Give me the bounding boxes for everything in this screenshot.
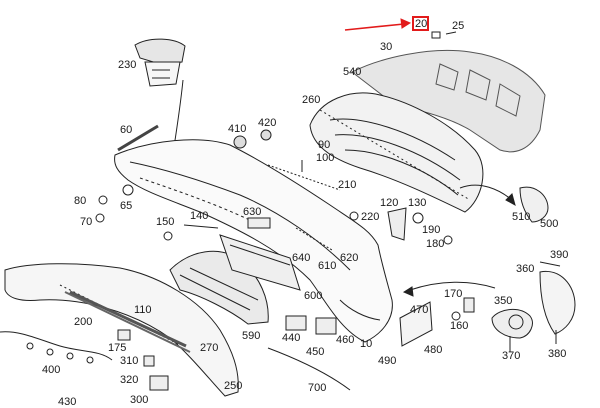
- callout-480: 480: [424, 344, 443, 356]
- callout-610: 610: [318, 260, 337, 272]
- callout-350: 350: [494, 295, 513, 307]
- callout-30: 30: [380, 41, 393, 53]
- callout-420: 420: [258, 117, 277, 129]
- callout-360: 360: [516, 263, 535, 275]
- bracket-360: [539, 270, 576, 335]
- callout-80: 80: [74, 195, 87, 207]
- bumper-carrier-260: [309, 92, 484, 213]
- callout-390: 390: [550, 249, 569, 261]
- callout-470: 470: [410, 304, 429, 316]
- callout-450: 450: [306, 346, 325, 358]
- clip-part-20: [431, 31, 457, 39]
- callout-90: 90: [318, 139, 331, 151]
- wiring-harness-400: [0, 331, 113, 364]
- callout-700: 700: [308, 382, 327, 394]
- strip-110: [69, 290, 187, 348]
- callout-370: 370: [502, 350, 521, 362]
- callout-540: 540: [343, 66, 362, 78]
- callout-310: 310: [120, 355, 139, 367]
- callout-230: 230: [118, 59, 137, 71]
- sensor-350: [491, 309, 533, 339]
- callout-300: 300: [130, 394, 149, 406]
- fasteners: [95, 129, 561, 391]
- callout-590: 590: [242, 330, 261, 342]
- wire-210: [267, 164, 341, 191]
- callout-270: 270: [200, 342, 219, 354]
- callout-640: 640: [292, 252, 311, 264]
- callout-630: 630: [243, 206, 262, 218]
- callout-150: 150: [156, 216, 175, 228]
- bumper-cover: [114, 139, 393, 343]
- callout-440: 440: [282, 332, 301, 344]
- callout-620: 620: [340, 252, 359, 264]
- callout-250: 250: [224, 380, 243, 392]
- callout-170: 170: [444, 288, 463, 300]
- callout-190: 190: [422, 224, 441, 236]
- callout-490: 490: [378, 355, 397, 367]
- callout-110: 110: [134, 304, 152, 316]
- callout-120: 120: [380, 197, 399, 209]
- callout-200: 200: [74, 316, 93, 328]
- bracket-600: [219, 234, 301, 291]
- callout-100: 100: [316, 152, 335, 164]
- callout-460: 460: [336, 334, 355, 346]
- callout-320: 320: [120, 374, 139, 386]
- callout-510: 510: [512, 211, 531, 223]
- diffuser-panel-540: [351, 49, 546, 153]
- callout-140: 140: [190, 210, 209, 222]
- callout-600: 600: [304, 290, 323, 302]
- bracket-230: [134, 38, 186, 168]
- callout-10: 10: [360, 338, 373, 350]
- highlighted-callout-box: 20: [412, 16, 429, 31]
- callout-180: 180: [426, 238, 445, 250]
- callout-60: 60: [120, 124, 133, 136]
- callout-175: 175: [108, 342, 127, 354]
- callout-500: 500: [540, 218, 559, 230]
- curve-arrow: [402, 184, 516, 297]
- callout-220: 220: [361, 211, 380, 223]
- callout-430: 430: [58, 396, 77, 408]
- callout-380: 380: [548, 348, 567, 360]
- callout-70: 70: [80, 216, 93, 228]
- callout-160: 160: [450, 320, 469, 332]
- callout-210: 210: [338, 179, 357, 191]
- bracket-500: [519, 186, 549, 223]
- callout-25: 25: [452, 20, 465, 32]
- callout-260: 260: [302, 94, 321, 106]
- trim-strip-60: [117, 124, 159, 152]
- callout-65: 65: [120, 200, 133, 212]
- callout-410: 410: [228, 123, 247, 135]
- callout-130: 130: [408, 197, 427, 209]
- callout-400: 400: [42, 364, 61, 376]
- highlight-arrow: [344, 18, 412, 31]
